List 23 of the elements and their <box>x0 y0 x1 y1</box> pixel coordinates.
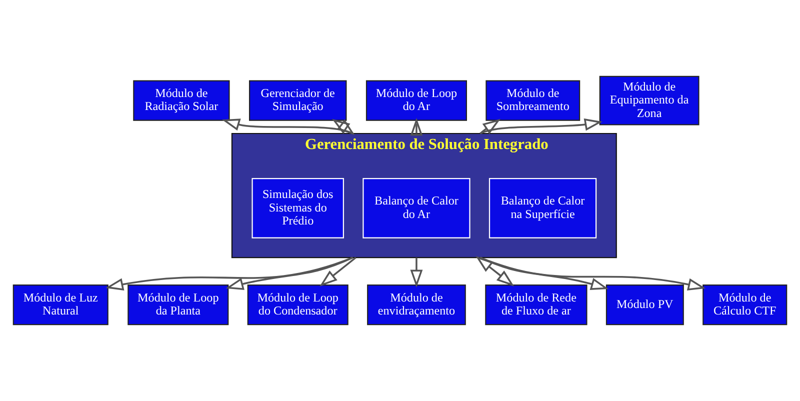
arrow <box>320 256 356 286</box>
arrow <box>480 256 706 290</box>
arrow <box>476 256 514 286</box>
node-box: Módulo de Loop do Ar <box>366 80 467 121</box>
arrow <box>106 256 354 290</box>
node-box: Módulo de Luz Natural <box>12 284 108 326</box>
node-box: Módulo de Radiação Solar <box>133 80 230 121</box>
arrow <box>480 256 609 290</box>
node-box: Módulo de Rede de Fluxo de ar <box>485 284 588 326</box>
node-box: Simulação dos Sistemas do Prédio <box>252 178 344 238</box>
arrow <box>410 118 423 136</box>
node-box: Módulo de Loop da Planta <box>128 284 229 326</box>
arrow <box>410 258 423 288</box>
node-box: Balanço de Calor na Superfície <box>488 178 597 238</box>
node-box: Módulo de Loop do Condensador <box>247 284 348 326</box>
node-box: Módulo de envidraçamento <box>367 284 466 326</box>
node-box: Módulo PV <box>606 284 684 326</box>
arrow <box>226 256 354 290</box>
node-box: Balanço de Calor do Ar <box>362 178 470 238</box>
node-box: Módulo de Cálculo CTF <box>702 284 788 326</box>
node-box: Gerenciador de Simulação <box>248 80 347 121</box>
node-box: Módulo de Sombreamento <box>486 80 580 121</box>
node-box: Módulo de Equipamento da Zona <box>599 76 700 126</box>
